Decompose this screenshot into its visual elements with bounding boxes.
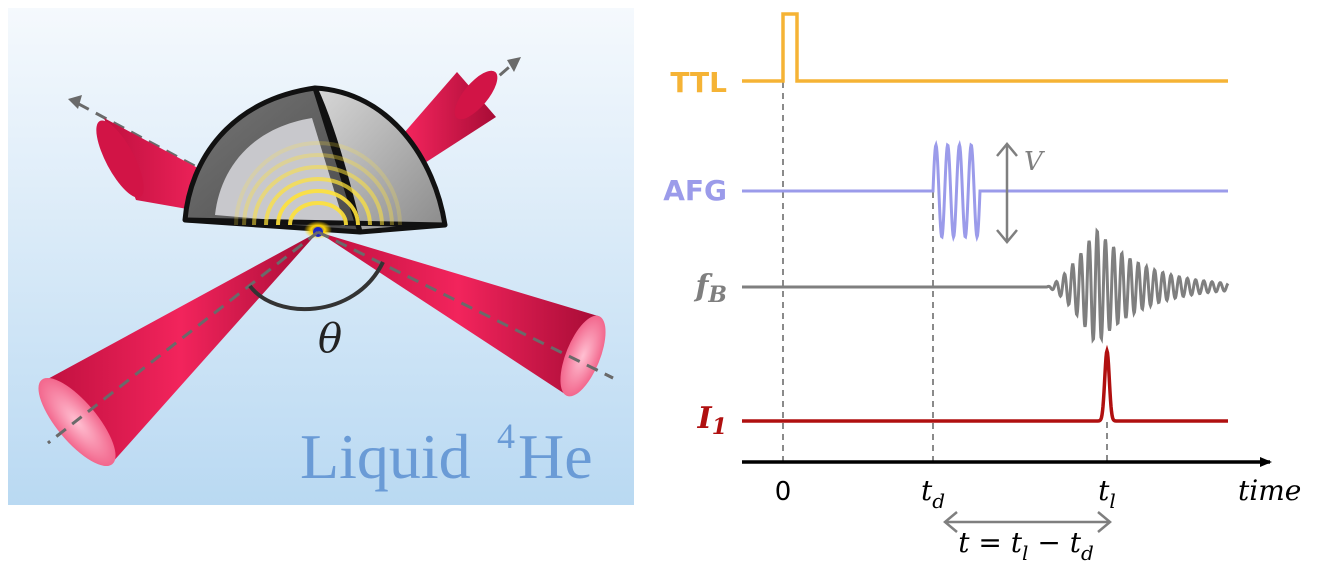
signal-label-ttl: TTL [670,66,727,99]
signal-label-i1: I1 [697,401,727,440]
amplitude-arrow [996,142,1018,244]
tick-label-tl: tl [1098,474,1116,513]
signal-label-fb: fB [693,269,727,308]
timing-diagram: TTL AFG fB I1 V time 0 td tl t = tl − td [663,12,1301,561]
time-axis-label: time [1238,474,1301,507]
wave-ripples [234,141,402,226]
amplitude-label: V [1024,147,1045,177]
tick-label-zero: 0 [775,477,792,507]
ttl-trace [742,12,1228,83]
interval-arrow [943,511,1112,533]
angle-label: θ [318,316,342,362]
tick-label-td: td [921,474,945,513]
i1-trace [742,344,1228,423]
interval-expression: t = tl − td [958,526,1094,561]
arrowhead-icon [68,95,82,109]
fb-trace [742,227,1230,344]
medium-label: Liquid 4 He [300,416,593,492]
reference-lines [782,82,1108,462]
afg-trace [742,139,1228,243]
beam-axis-lines-front [47,230,614,445]
helium-sphere-cutaway [182,85,448,239]
arrowhead-icon [507,57,521,72]
signal-label-afg: AFG [663,174,727,207]
liquid-helium-illustration: θ Liquid 4 He [8,8,634,505]
laser-beam-lower-right [318,232,606,397]
angle-arc [248,261,385,312]
